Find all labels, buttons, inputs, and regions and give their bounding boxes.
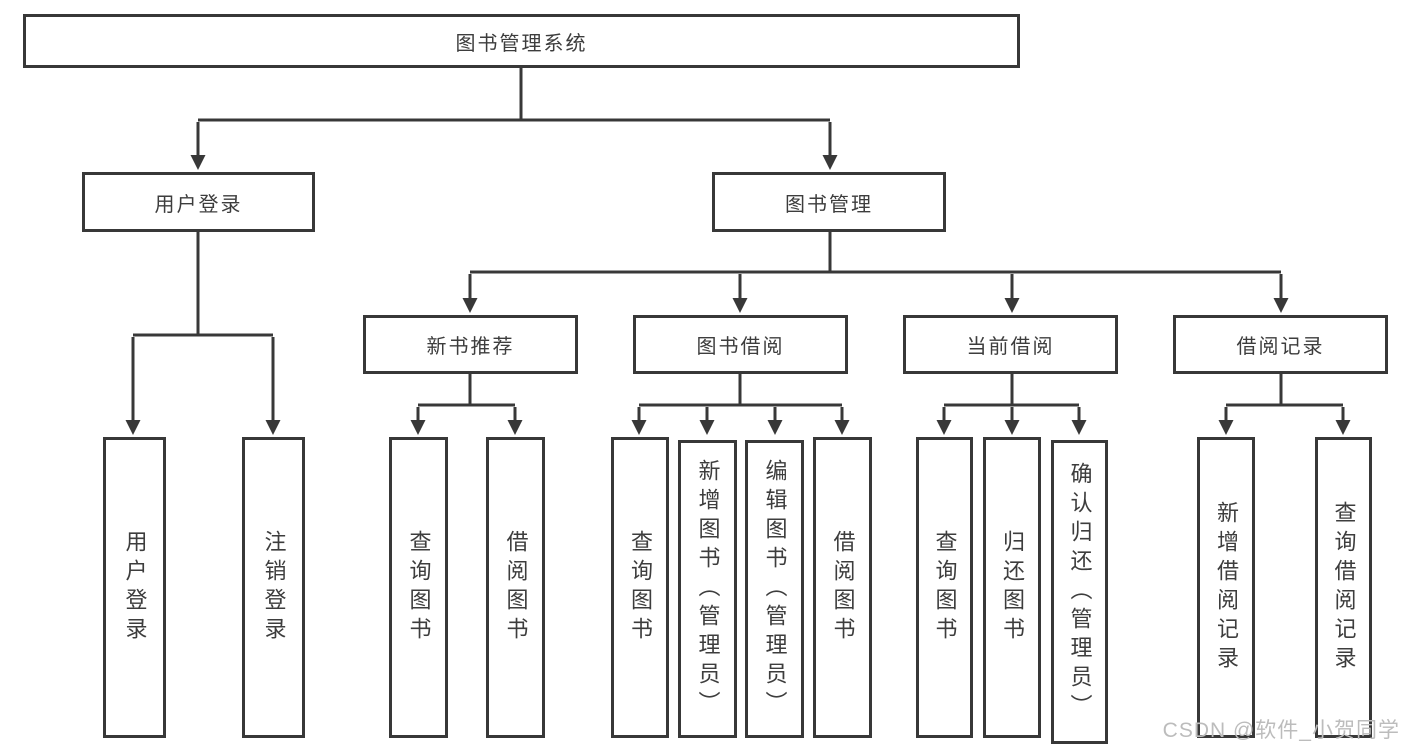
node-current-borrowing-label: 当前借阅 [966,336,1055,358]
node-borrowing-records: 借阅记录 [1173,315,1388,374]
node-book-borrowing: 图书借阅 [633,315,848,374]
leaf-user-login: 用户登录 [103,437,166,738]
leaf-logout: 注销登录 [242,437,305,738]
leaf-add-books-admin-label: 新增图书（管理员） [695,458,721,720]
node-current-borrowing: 当前借阅 [903,315,1118,374]
node-new-book-recommend: 新书推荐 [363,315,578,374]
leaf-edit-books-admin-label: 编辑图书（管理员） [762,458,788,720]
node-new-book-recommend-label: 新书推荐 [426,336,515,358]
leaf-recommend-query-books-label: 查询图书 [406,529,432,646]
leaf-recommend-borrow-books-label: 借阅图书 [503,529,529,646]
node-root-system: 图书管理系统 [23,14,1020,68]
leaf-add-books-admin: 新增图书（管理员） [678,440,737,738]
leaf-confirm-return-admin-label: 确认归还（管理员） [1067,461,1093,723]
leaf-borrowing-borrow-books-label: 借阅图书 [830,529,856,646]
node-user-login: 用户登录 [82,172,315,232]
leaf-user-login-label: 用户登录 [122,529,148,646]
connector-arrows [125,122,1351,435]
leaf-logout-label: 注销登录 [261,529,287,646]
leaf-borrowing-borrow-books: 借阅图书 [813,437,872,738]
csdn-watermark: CSDN @软件_小贺同学 [1162,719,1400,742]
leaf-recommend-query-books: 查询图书 [389,437,448,738]
leaf-confirm-return-admin: 确认归还（管理员） [1051,440,1108,744]
leaf-current-query-books: 查询图书 [916,437,973,738]
node-user-login-label: 用户登录 [154,193,243,216]
node-book-management-label: 图书管理 [785,193,873,216]
leaf-return-books-label: 归还图书 [1000,529,1025,646]
leaf-recommend-borrow-books: 借阅图书 [486,437,545,738]
leaf-edit-books-admin: 编辑图书（管理员） [745,440,804,738]
leaf-current-query-books-label: 查询图书 [932,529,958,646]
leaf-borrowing-query-books: 查询图书 [611,437,669,738]
leaf-add-borrow-record: 新增借阅记录 [1197,437,1255,738]
leaf-query-borrow-record: 查询借阅记录 [1315,437,1372,738]
node-borrowing-records-label: 借阅记录 [1236,336,1325,358]
connector-stems-and-bars [133,68,1343,407]
leaf-return-books: 归还图书 [983,437,1041,738]
leaf-query-borrow-record-label: 查询借阅记录 [1331,500,1357,675]
leaf-borrowing-query-books-label: 查询图书 [628,529,653,646]
node-root-label: 图书管理系统 [455,32,588,55]
leaf-add-borrow-record-label: 新增借阅记录 [1214,500,1239,675]
node-book-management: 图书管理 [712,172,946,232]
node-book-borrowing-label: 图书借阅 [696,336,785,358]
